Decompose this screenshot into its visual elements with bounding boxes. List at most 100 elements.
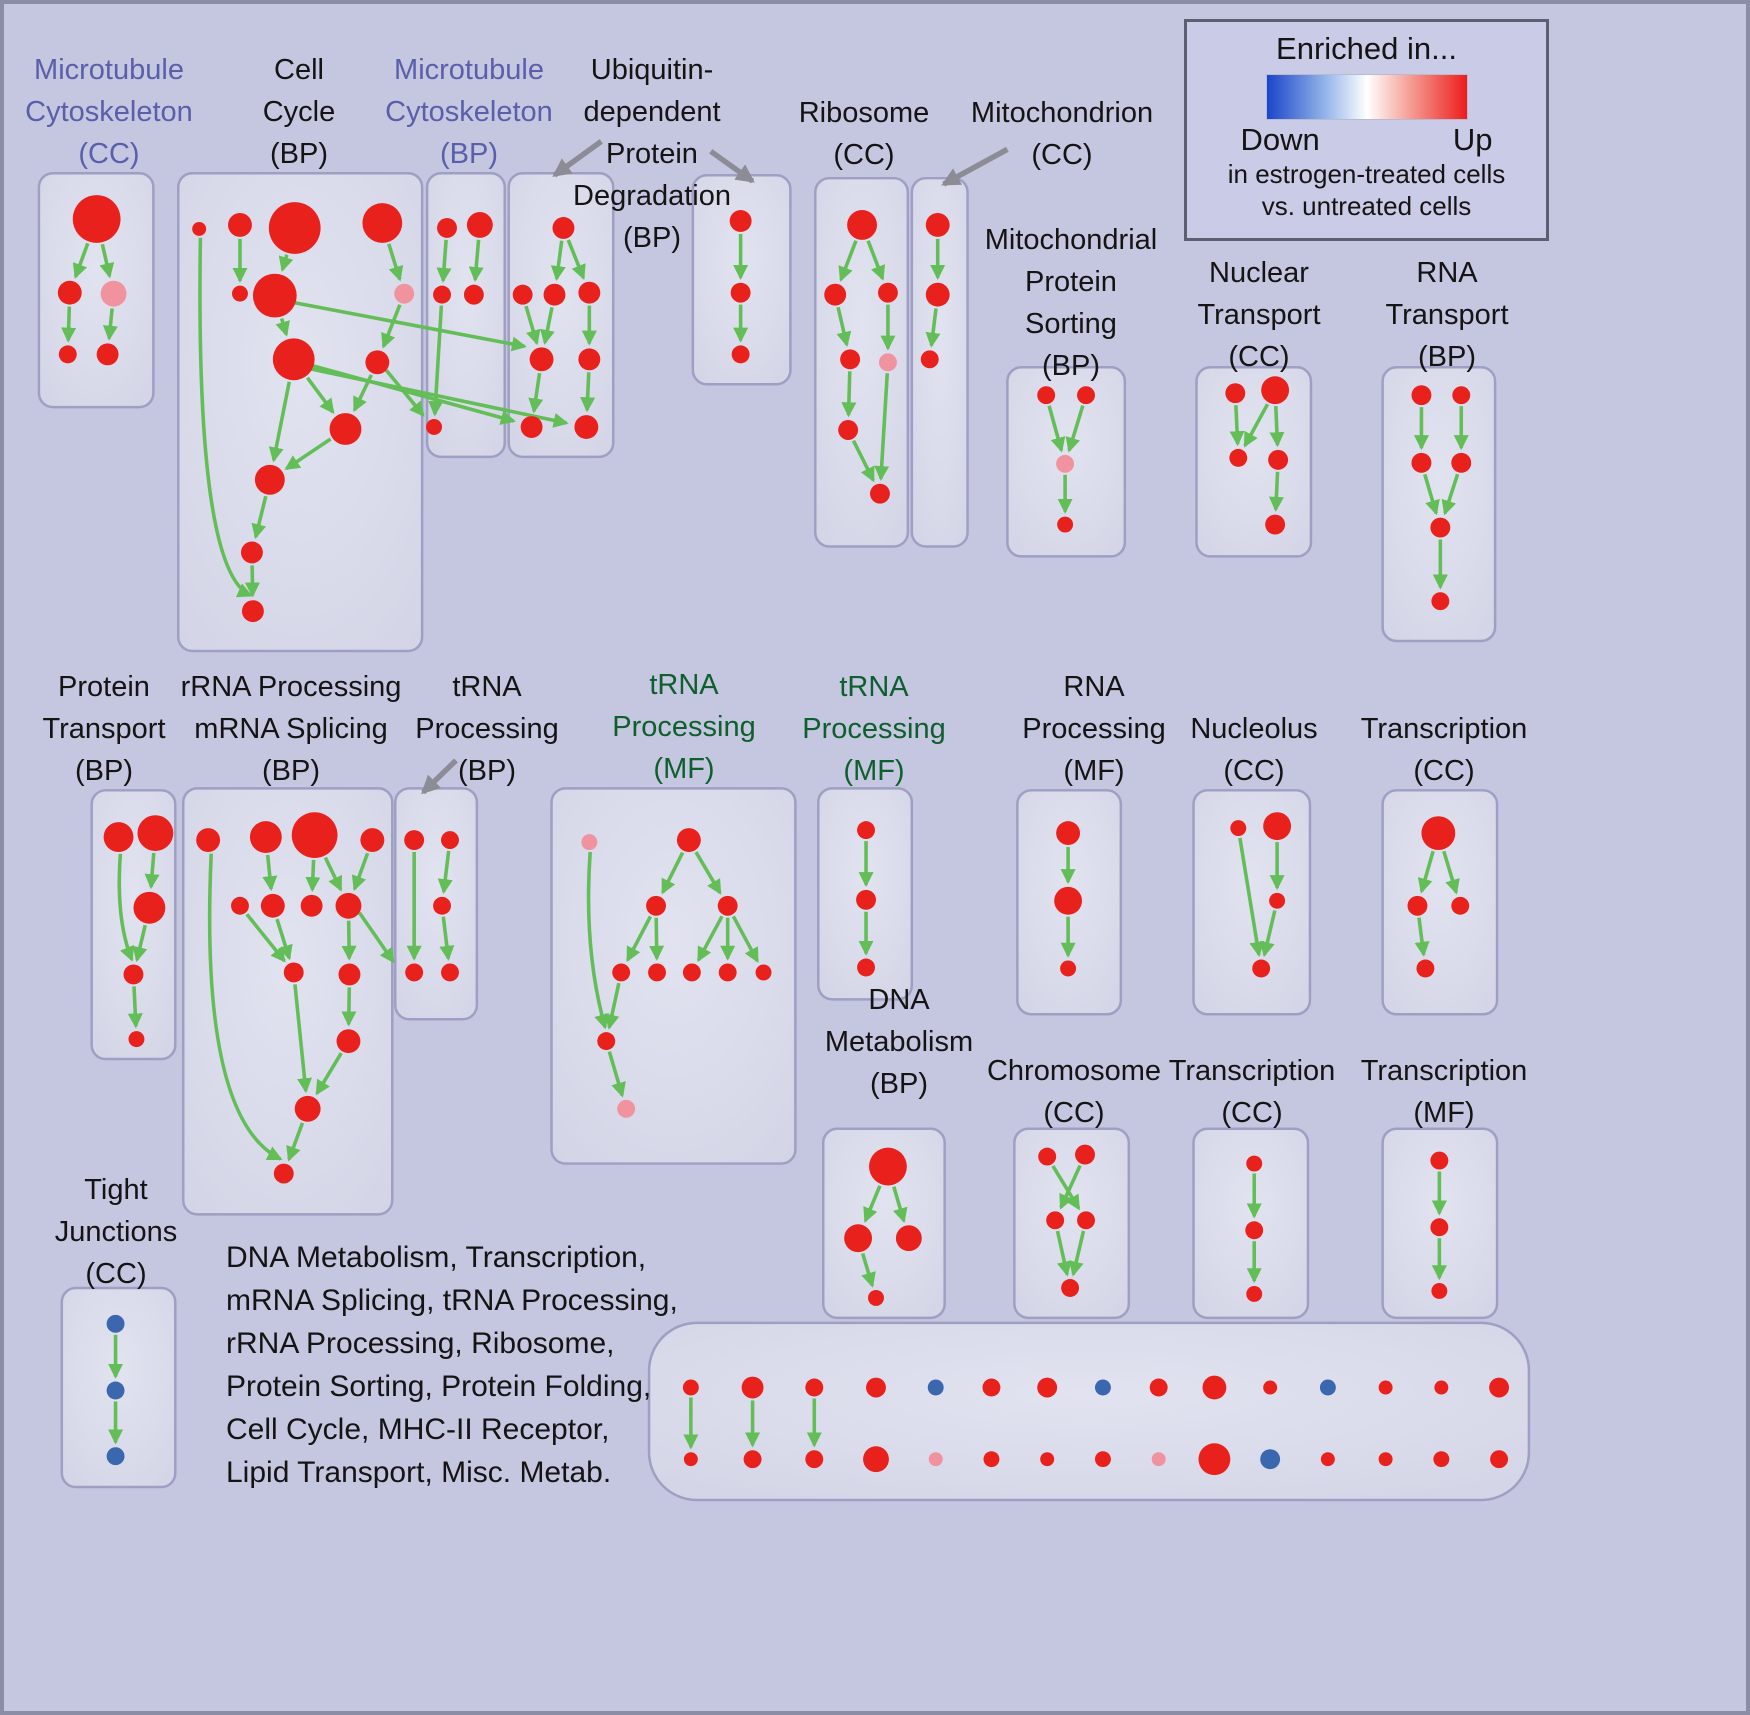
edge-arrow xyxy=(198,237,253,598)
go-term-node xyxy=(1261,376,1290,405)
go-term-node xyxy=(1490,1450,1509,1469)
edge-arrow xyxy=(207,853,283,1161)
edge-arrow xyxy=(275,318,290,337)
go-term-node xyxy=(870,483,890,504)
go-term-node xyxy=(840,349,861,370)
group-box-dna-metabolism-bp xyxy=(821,1127,946,1320)
edge-arrow xyxy=(323,856,343,892)
go-term-node xyxy=(857,821,875,840)
edge-arrow xyxy=(439,916,455,961)
go-term-node xyxy=(1037,1377,1058,1398)
edge-arrow xyxy=(315,1052,343,1096)
go-term-node xyxy=(441,831,459,850)
edge-arrow xyxy=(127,986,143,1029)
edge-arrow xyxy=(275,918,293,961)
edge-arrow xyxy=(696,915,724,963)
go-term-node xyxy=(844,1224,873,1253)
go-term-node xyxy=(437,217,457,238)
go-term-node xyxy=(612,963,631,982)
go-term-node xyxy=(617,1099,636,1118)
edge-arrow xyxy=(838,240,858,282)
go-term-node xyxy=(1407,895,1428,916)
go-term-node xyxy=(106,1447,125,1466)
go-term-node xyxy=(1060,960,1077,977)
go-term-node xyxy=(877,282,898,303)
go-term-node xyxy=(520,416,543,438)
go-term-node xyxy=(730,282,751,303)
go-term-node xyxy=(273,1163,294,1184)
go-term-node xyxy=(1038,1147,1057,1166)
go-term-node xyxy=(682,963,701,982)
go-term-node xyxy=(1452,386,1471,405)
edge-arrow xyxy=(841,371,857,418)
go-term-node xyxy=(441,963,459,982)
edge-arrow xyxy=(607,1051,626,1098)
legend-down-label: Down xyxy=(1240,122,1320,157)
go-term-node xyxy=(1430,1151,1449,1170)
go-term-node xyxy=(512,284,533,305)
edge-arrow xyxy=(1441,473,1460,516)
edge-arrow xyxy=(851,439,875,483)
edge-arrow xyxy=(251,495,268,540)
go-term-node xyxy=(718,963,737,982)
go-term-node xyxy=(1430,517,1451,538)
go-term-node xyxy=(741,1376,764,1399)
edge-arrow xyxy=(421,758,458,795)
go-term-node xyxy=(1202,1375,1227,1400)
edge-arrow xyxy=(1055,1230,1072,1277)
edge-arrow xyxy=(1229,405,1245,447)
edge-arrow xyxy=(61,306,77,343)
go-term-node xyxy=(755,964,772,981)
summary-note-line: DNA Metabolism, Transcription, xyxy=(226,1241,647,1274)
go-term-node xyxy=(1319,1379,1336,1396)
go-term-node xyxy=(272,338,315,381)
go-term-node xyxy=(1378,1452,1393,1467)
edge-arrow xyxy=(580,372,596,413)
go-term-node xyxy=(362,203,403,243)
legend-subtitle-line2: vs. untreated cells xyxy=(1261,191,1472,221)
go-term-node xyxy=(683,1452,698,1467)
go-term-node xyxy=(1037,386,1056,405)
go-term-node xyxy=(336,1029,361,1054)
edge-arrow xyxy=(528,372,544,414)
go-term-node xyxy=(1378,1380,1393,1395)
summary-note-line: mRNA Splicing, tRNA Processing, xyxy=(226,1284,678,1317)
edge-arrow xyxy=(863,1185,882,1223)
go-term-node xyxy=(529,347,554,372)
edge-arrow xyxy=(286,1122,305,1162)
go-term-node xyxy=(106,1314,125,1333)
edge-arrow xyxy=(293,984,313,1094)
edge-arrow xyxy=(550,240,566,282)
go-term-node xyxy=(731,345,750,364)
go-term-node xyxy=(1430,1218,1449,1237)
edge-arrow xyxy=(384,369,425,417)
go-term-node xyxy=(869,1147,907,1186)
go-term-node xyxy=(1489,1377,1510,1398)
edge-arrow xyxy=(925,308,941,348)
edge-arrow xyxy=(1051,1165,1081,1211)
edge-arrow xyxy=(351,852,370,892)
edge-arrow xyxy=(468,239,484,283)
edge-arrow xyxy=(102,308,118,341)
edge-arrow xyxy=(540,306,555,345)
go-term-node xyxy=(676,828,701,853)
go-term-node xyxy=(57,280,82,305)
edge-arrow xyxy=(1065,405,1085,453)
go-term-node xyxy=(1431,1283,1448,1299)
go-term-node xyxy=(241,600,264,623)
legend-up-label: Up xyxy=(1452,122,1493,157)
summary-note-line: Lipid Transport, Misc. Metab. xyxy=(226,1456,612,1489)
legend-endpoint-labels: Down Up xyxy=(1241,122,1493,158)
edge-arrow xyxy=(1059,1164,1082,1210)
edge-arrow xyxy=(305,376,335,415)
go-term-node xyxy=(925,213,950,237)
go-term-node xyxy=(552,217,575,239)
go-term-node xyxy=(1046,1211,1065,1230)
go-term-node xyxy=(578,348,601,371)
go-term-node xyxy=(648,963,666,982)
go-term-node xyxy=(128,1031,145,1048)
edge-arrow xyxy=(1047,405,1066,453)
go-term-node xyxy=(543,283,566,306)
go-term-node xyxy=(360,828,385,853)
edge-arrow xyxy=(1243,403,1270,448)
